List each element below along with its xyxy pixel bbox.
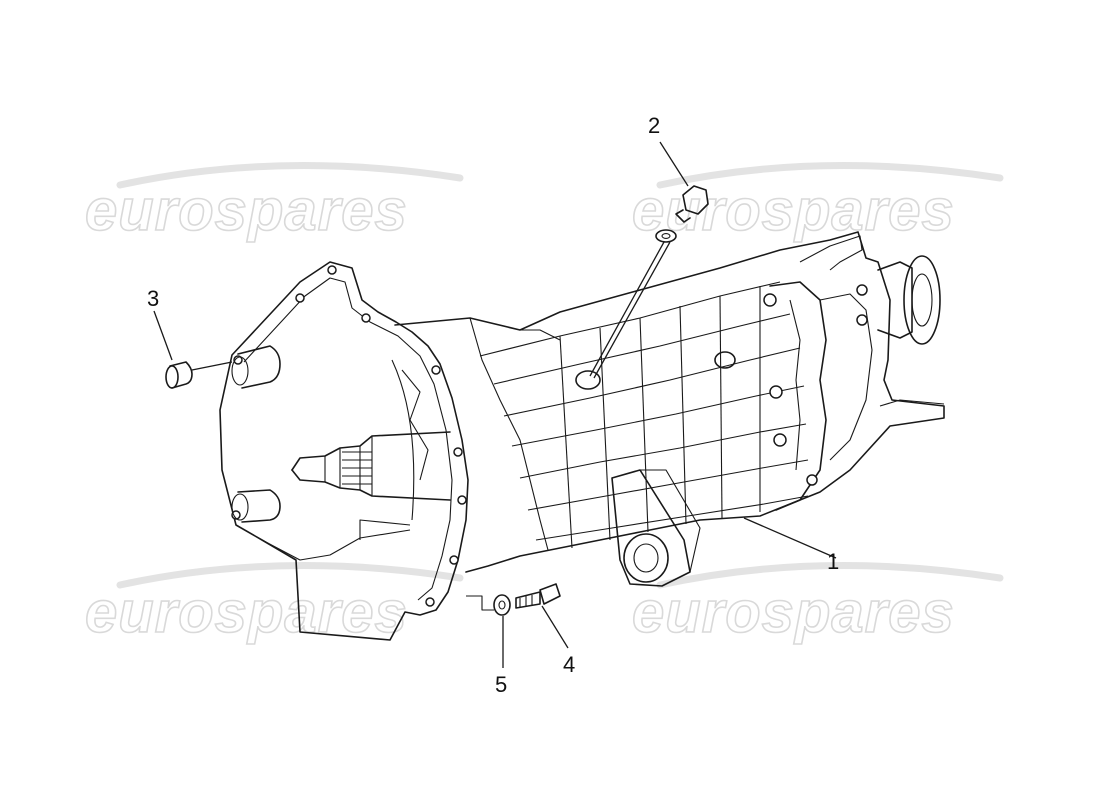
- callout-5: 5: [495, 672, 507, 697]
- casing-boss-center: [714, 351, 736, 369]
- rear-housing: [763, 281, 873, 511]
- watermark-bottom-right: eurospares: [632, 580, 955, 645]
- watermark-top-left: eurospares: [85, 178, 408, 243]
- input-shaft: [291, 431, 451, 501]
- rear-bracket: [799, 235, 863, 271]
- leader-3-axis: [191, 361, 233, 371]
- part-5-washer: [493, 594, 511, 616]
- casing-ribs: [479, 281, 809, 549]
- output-flange: [856, 255, 941, 345]
- gearbox-assembly: [219, 231, 945, 641]
- leader-4: [541, 605, 569, 649]
- leader-2: [659, 141, 689, 187]
- part-3-dowel: [165, 361, 193, 389]
- callout-4: 4: [563, 652, 575, 677]
- leader-lines: [153, 141, 837, 668]
- callout-labels: 1 2 3 4 5: [147, 113, 839, 697]
- callout-1: 1: [827, 549, 839, 574]
- leader-2-axis: [589, 241, 665, 377]
- leader-2-axis-b: [593, 241, 671, 379]
- part-4-bolt: [515, 583, 561, 609]
- breather-boss: [575, 370, 601, 390]
- part-2-washer: [655, 229, 677, 243]
- leader-1: [743, 517, 837, 559]
- watermark-group: eurospares eurospares eurospares eurospa…: [84, 162, 1004, 646]
- part-2-breather: [655, 185, 709, 243]
- leader-3: [153, 310, 173, 361]
- watermark-top-right: eurospares: [632, 178, 955, 243]
- callout-2: 2: [648, 113, 660, 138]
- main-casing: [394, 231, 945, 573]
- watermark-bottom-left: eurospares: [85, 580, 408, 645]
- flange-bolts: [231, 265, 467, 607]
- callout-3: 3: [147, 286, 159, 311]
- bell-housing-flange: [219, 261, 469, 641]
- mounting-arm: [611, 469, 701, 587]
- dowel-sleeves: [231, 345, 281, 523]
